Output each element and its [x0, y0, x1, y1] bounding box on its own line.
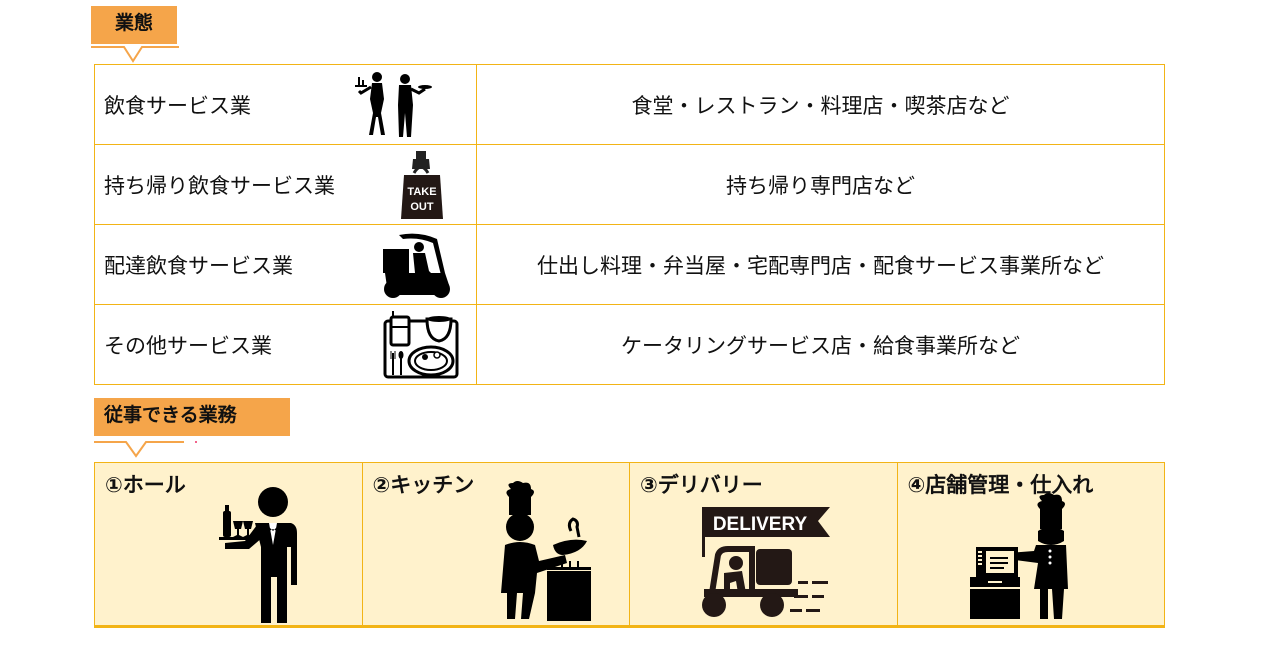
examples-cell: 持ち帰り専門店など	[476, 144, 1165, 225]
chef-cooking-icon	[500, 481, 591, 621]
table-row: 持ち帰り飲食サービス業 TAKE OUT 持ち帰り専門店など	[94, 144, 1165, 225]
duty-cell-hall: ①ホール	[95, 463, 363, 625]
takeout-bag-icon: TAKE OUT	[401, 151, 443, 219]
chef-register-icon	[969, 493, 1068, 619]
category-cell: その他サービス業	[94, 304, 477, 385]
duty-title: ③デリバリー	[640, 473, 763, 497]
svg-text:OUT: OUT	[410, 201, 434, 213]
duties-grid: ①ホール ②キッチン ③デ	[94, 462, 1165, 628]
waiters-icon	[355, 72, 432, 137]
section-label-duties: 従事できる業務	[94, 398, 290, 436]
examples-cell: ケータリングサービス店・給食事業所など	[476, 304, 1165, 385]
duty-title: ②キッチン	[372, 473, 475, 497]
category-cell: 持ち帰り飲食サービス業 TAKE OUT	[94, 144, 477, 225]
category-cell: 配達飲食サービス業	[94, 224, 477, 305]
table-row: 配達飲食サービス業 仕出し料理・弁当屋・宅配専門店・配食サービス事業所など	[94, 224, 1165, 305]
duty-title: ①ホール	[105, 473, 186, 497]
category-label: 配達飲食サービス業	[104, 253, 293, 278]
section-label-duties-text: 従事できる業務	[104, 404, 237, 426]
svg-text:TAKE: TAKE	[407, 186, 436, 198]
category-label: その他サービス業	[104, 333, 272, 358]
meal-tray-icon	[383, 311, 459, 379]
waiter-tray-icon	[219, 487, 297, 623]
section-label-business-text: 業態	[114, 12, 153, 34]
business-type-table: 飲食サービス業 食堂・レストラン・料理店・喫茶店など 持ち帰り飲食サービス業	[94, 64, 1165, 385]
section-label-business: 業態	[91, 6, 177, 44]
table-row: 飲食サービス業 食堂・レストラン・料理店・喫茶店など	[94, 64, 1165, 145]
svg-text:DELIVERY: DELIVERY	[713, 514, 808, 535]
label-pointer-icon	[91, 46, 179, 63]
table-row: その他サービス業 ケータリングサービス店・給食事業所など	[94, 304, 1165, 385]
category-cell: 飲食サービス業	[94, 64, 477, 145]
delivery-truck-icon: DELIVERY	[702, 507, 830, 617]
duty-cell-delivery: ③デリバリー DELIVERY	[630, 463, 898, 625]
duty-title: ④店舗管理・仕入れ	[907, 473, 1094, 497]
duty-cell-kitchen: ②キッチン	[363, 463, 630, 625]
examples-cell: 食堂・レストラン・料理店・喫茶店など	[476, 64, 1165, 145]
examples-cell: 仕出し料理・弁当屋・宅配専門店・配食サービス事業所など	[476, 224, 1165, 305]
delivery-scooter-icon	[383, 233, 450, 298]
category-label: 飲食サービス業	[104, 93, 251, 118]
label-pointer-icon	[94, 441, 197, 458]
duty-cell-store-management: ④店舗管理・仕入れ	[898, 463, 1165, 625]
category-label: 持ち帰り飲食サービス業	[104, 173, 335, 198]
